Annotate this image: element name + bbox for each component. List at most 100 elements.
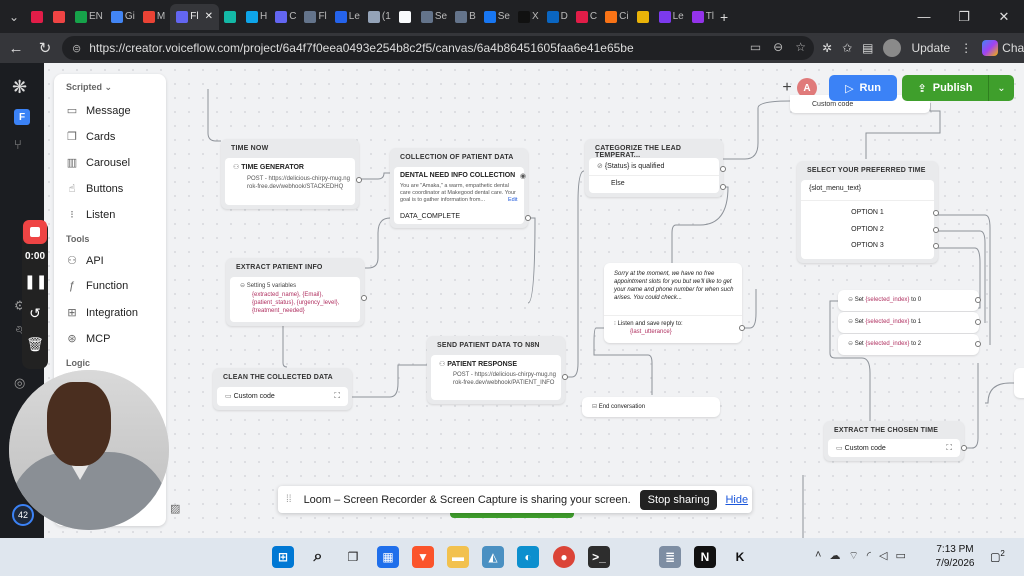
node-collection-patient-data[interactable]: COLLECTION OF PATIENT DATA DENTAL NEED I… (390, 148, 531, 228)
menu-dots-icon[interactable]: ⋮ (960, 41, 973, 55)
terminal-icon[interactable]: >_ (588, 546, 610, 568)
browser-tab[interactable]: (1 (365, 4, 394, 30)
k-app-icon[interactable]: K (735, 550, 745, 564)
node-set-index-2[interactable]: ⊖ Set {selected_index} to 2 (838, 334, 981, 355)
browser-tab[interactable]: B (452, 4, 479, 30)
step-cards[interactable]: ❐Cards (67, 130, 116, 144)
output-port[interactable] (975, 319, 981, 325)
notepad-icon[interactable]: ≣ (659, 546, 681, 568)
loom-restart-icon[interactable]: ↺ (29, 305, 41, 321)
widgets-icon[interactable]: ▦ (377, 546, 399, 568)
step-mcp[interactable]: ⊛MCP (67, 332, 111, 346)
output-port[interactable] (361, 295, 367, 301)
browser-tab[interactable] (221, 4, 241, 30)
step-time-generator[interactable]: ⚇ TIME GENERATOR POST - https://deliciou… (225, 158, 355, 205)
node-select-preferred-time[interactable]: SELECT YOUR PREFERRED TIME {slot_menu_te… (797, 161, 939, 263)
flows-icon[interactable]: ⑂ (14, 137, 22, 152)
browser-tab[interactable]: Le (656, 4, 687, 30)
step-api[interactable]: ⚇API (67, 254, 104, 268)
condition-qualified[interactable]: ⊘ {Status} is qualified (597, 163, 665, 170)
condition-step[interactable]: ⊘ {Status} is qualified Else (589, 158, 719, 193)
cast-icon[interactable]: ▭ (749, 40, 762, 54)
output-port-qualified[interactable] (720, 166, 726, 172)
browser-tab[interactable]: M (140, 4, 168, 30)
browser-tab[interactable]: D (544, 4, 571, 30)
browser-tab[interactable]: C (573, 4, 600, 30)
bookmarks-icon[interactable]: ✩ (842, 41, 853, 55)
browser-tab[interactable]: Le (332, 4, 363, 30)
listen-step[interactable]: ⁝ Listen and save reply to: (614, 321, 683, 327)
eye-icon[interactable]: ◉ (519, 173, 526, 180)
battery-icon[interactable]: ▭ (895, 550, 906, 562)
network-icon[interactable]: ⌔ (848, 550, 859, 562)
output-port-option-2[interactable] (933, 227, 939, 233)
search-icon[interactable]: ⌕ (313, 548, 323, 565)
browser-tab[interactable]: Tl (689, 4, 717, 30)
step-dental-need-info[interactable]: DENTAL NEED INFO COLLECTION◉ You are "Am… (394, 167, 526, 224)
add-icon[interactable]: + (782, 79, 792, 96)
output-port[interactable] (562, 374, 568, 380)
offscreen-node-right[interactable] (1014, 368, 1024, 398)
browser-tab[interactable] (50, 4, 70, 30)
chat-button[interactable]: Chat (982, 40, 1024, 56)
notification-center-icon[interactable]: ▢2 (990, 549, 1005, 564)
offscreen-green-node[interactable] (450, 513, 574, 518)
onedrive-icon[interactable]: ☁ (829, 550, 841, 562)
option-1-button[interactable]: OPTION 1 (851, 209, 884, 216)
buttons-step[interactable]: {slot_menu_text} OPTION 1 OPTION 2 OPTIO… (801, 180, 934, 259)
step-integration[interactable]: ⊞Integration (67, 306, 138, 320)
browser-tab[interactable]: H (243, 4, 270, 30)
clock[interactable]: 7:13 PM 7/9/2026 (930, 543, 980, 571)
browser-tab[interactable]: Fl✕ (170, 3, 219, 30)
publish-button[interactable]: ⇪ Publish (902, 75, 988, 101)
node-extract-patient-info[interactable]: EXTRACT PATIENT INFO ⊖ Setting 5 variabl… (226, 258, 367, 326)
loom-record-icon[interactable] (23, 220, 47, 244)
brave-icon[interactable]: ▼ (412, 546, 434, 568)
edit-link[interactable]: Edit (508, 197, 518, 203)
new-tab-icon[interactable]: + (720, 8, 729, 25)
node-set-index-1[interactable]: ⊖ Set {selected_index} to 1 (838, 312, 981, 333)
node-categorize-lead[interactable]: CATEGORIZE THE LEAD TEMPERAT... ⊘ {Statu… (585, 139, 726, 197)
output-port[interactable] (975, 297, 981, 303)
profile-avatar[interactable] (883, 39, 902, 57)
step-patient-response[interactable]: ⚇ PATIENT RESPONSE POST - https://delici… (431, 355, 561, 400)
run-button[interactable]: ▷ Run (829, 75, 897, 101)
step-message[interactable]: ▭Message (66, 104, 131, 118)
restore-icon[interactable]: ❐ (958, 8, 970, 24)
browser-tab[interactable]: C (272, 4, 299, 30)
site-info-icon[interactable]: ⊜ (72, 42, 82, 55)
close-tab-icon[interactable]: ✕ (204, 11, 213, 22)
browser-tab[interactable]: X (515, 4, 542, 30)
tab-groups-icon[interactable]: ▤ (862, 41, 874, 55)
output-port[interactable] (356, 177, 362, 183)
stop-sharing-button[interactable]: Stop sharing (639, 489, 718, 510)
browser-tab[interactable] (396, 4, 416, 30)
browser-tab[interactable]: Se (418, 4, 450, 30)
zoom-icon[interactable]: ⊖ (773, 40, 784, 54)
section-scripted[interactable]: Scripted ⌄ (66, 82, 113, 92)
node-end-conversation[interactable]: ⊟ End conversation (582, 397, 720, 417)
chrome-icon[interactable]: ● (553, 546, 575, 568)
browser-tab[interactable]: Gi (108, 4, 138, 30)
extensions-icon[interactable]: ✲ (822, 41, 833, 55)
publish-options-chevron-icon[interactable]: ⌄ (988, 75, 1014, 101)
output-port[interactable] (975, 341, 981, 347)
node-time-now[interactable]: TIME NOW ⚇ TIME GENERATOR POST - https:/… (221, 139, 362, 209)
chevron-up-icon[interactable]: ˄ (815, 549, 822, 561)
node-set-index-0[interactable]: ⊖ Set {selected_index} to 0 (838, 290, 981, 311)
hide-link[interactable]: Hide (725, 493, 749, 506)
user-avatar[interactable]: A (797, 78, 817, 98)
step-listen[interactable]: ⁝Listen (66, 208, 115, 222)
step-carousel[interactable]: ▥Carousel (66, 156, 131, 170)
edge-icon[interactable]: ◐ (517, 546, 539, 568)
bookmark-star-icon[interactable]: ☆ (795, 40, 806, 54)
set-variables-step[interactable]: ⊖ Setting 5 variables {extracted_name}, … (230, 277, 360, 322)
notification-count-badge[interactable]: 42 (12, 504, 34, 526)
wifi-icon[interactable]: ◜ (866, 550, 872, 562)
tab-search-icon[interactable]: ⌄ (8, 9, 20, 24)
node-clean-collected-data[interactable]: CLEAN THE COLLECTED DATA ▭ Custom code ⛶ (213, 368, 352, 410)
output-port-option-1[interactable] (933, 210, 939, 216)
expand-icon[interactable]: ⛶ (334, 391, 340, 400)
voiceflow-logo-icon[interactable]: ❋ (12, 77, 28, 97)
